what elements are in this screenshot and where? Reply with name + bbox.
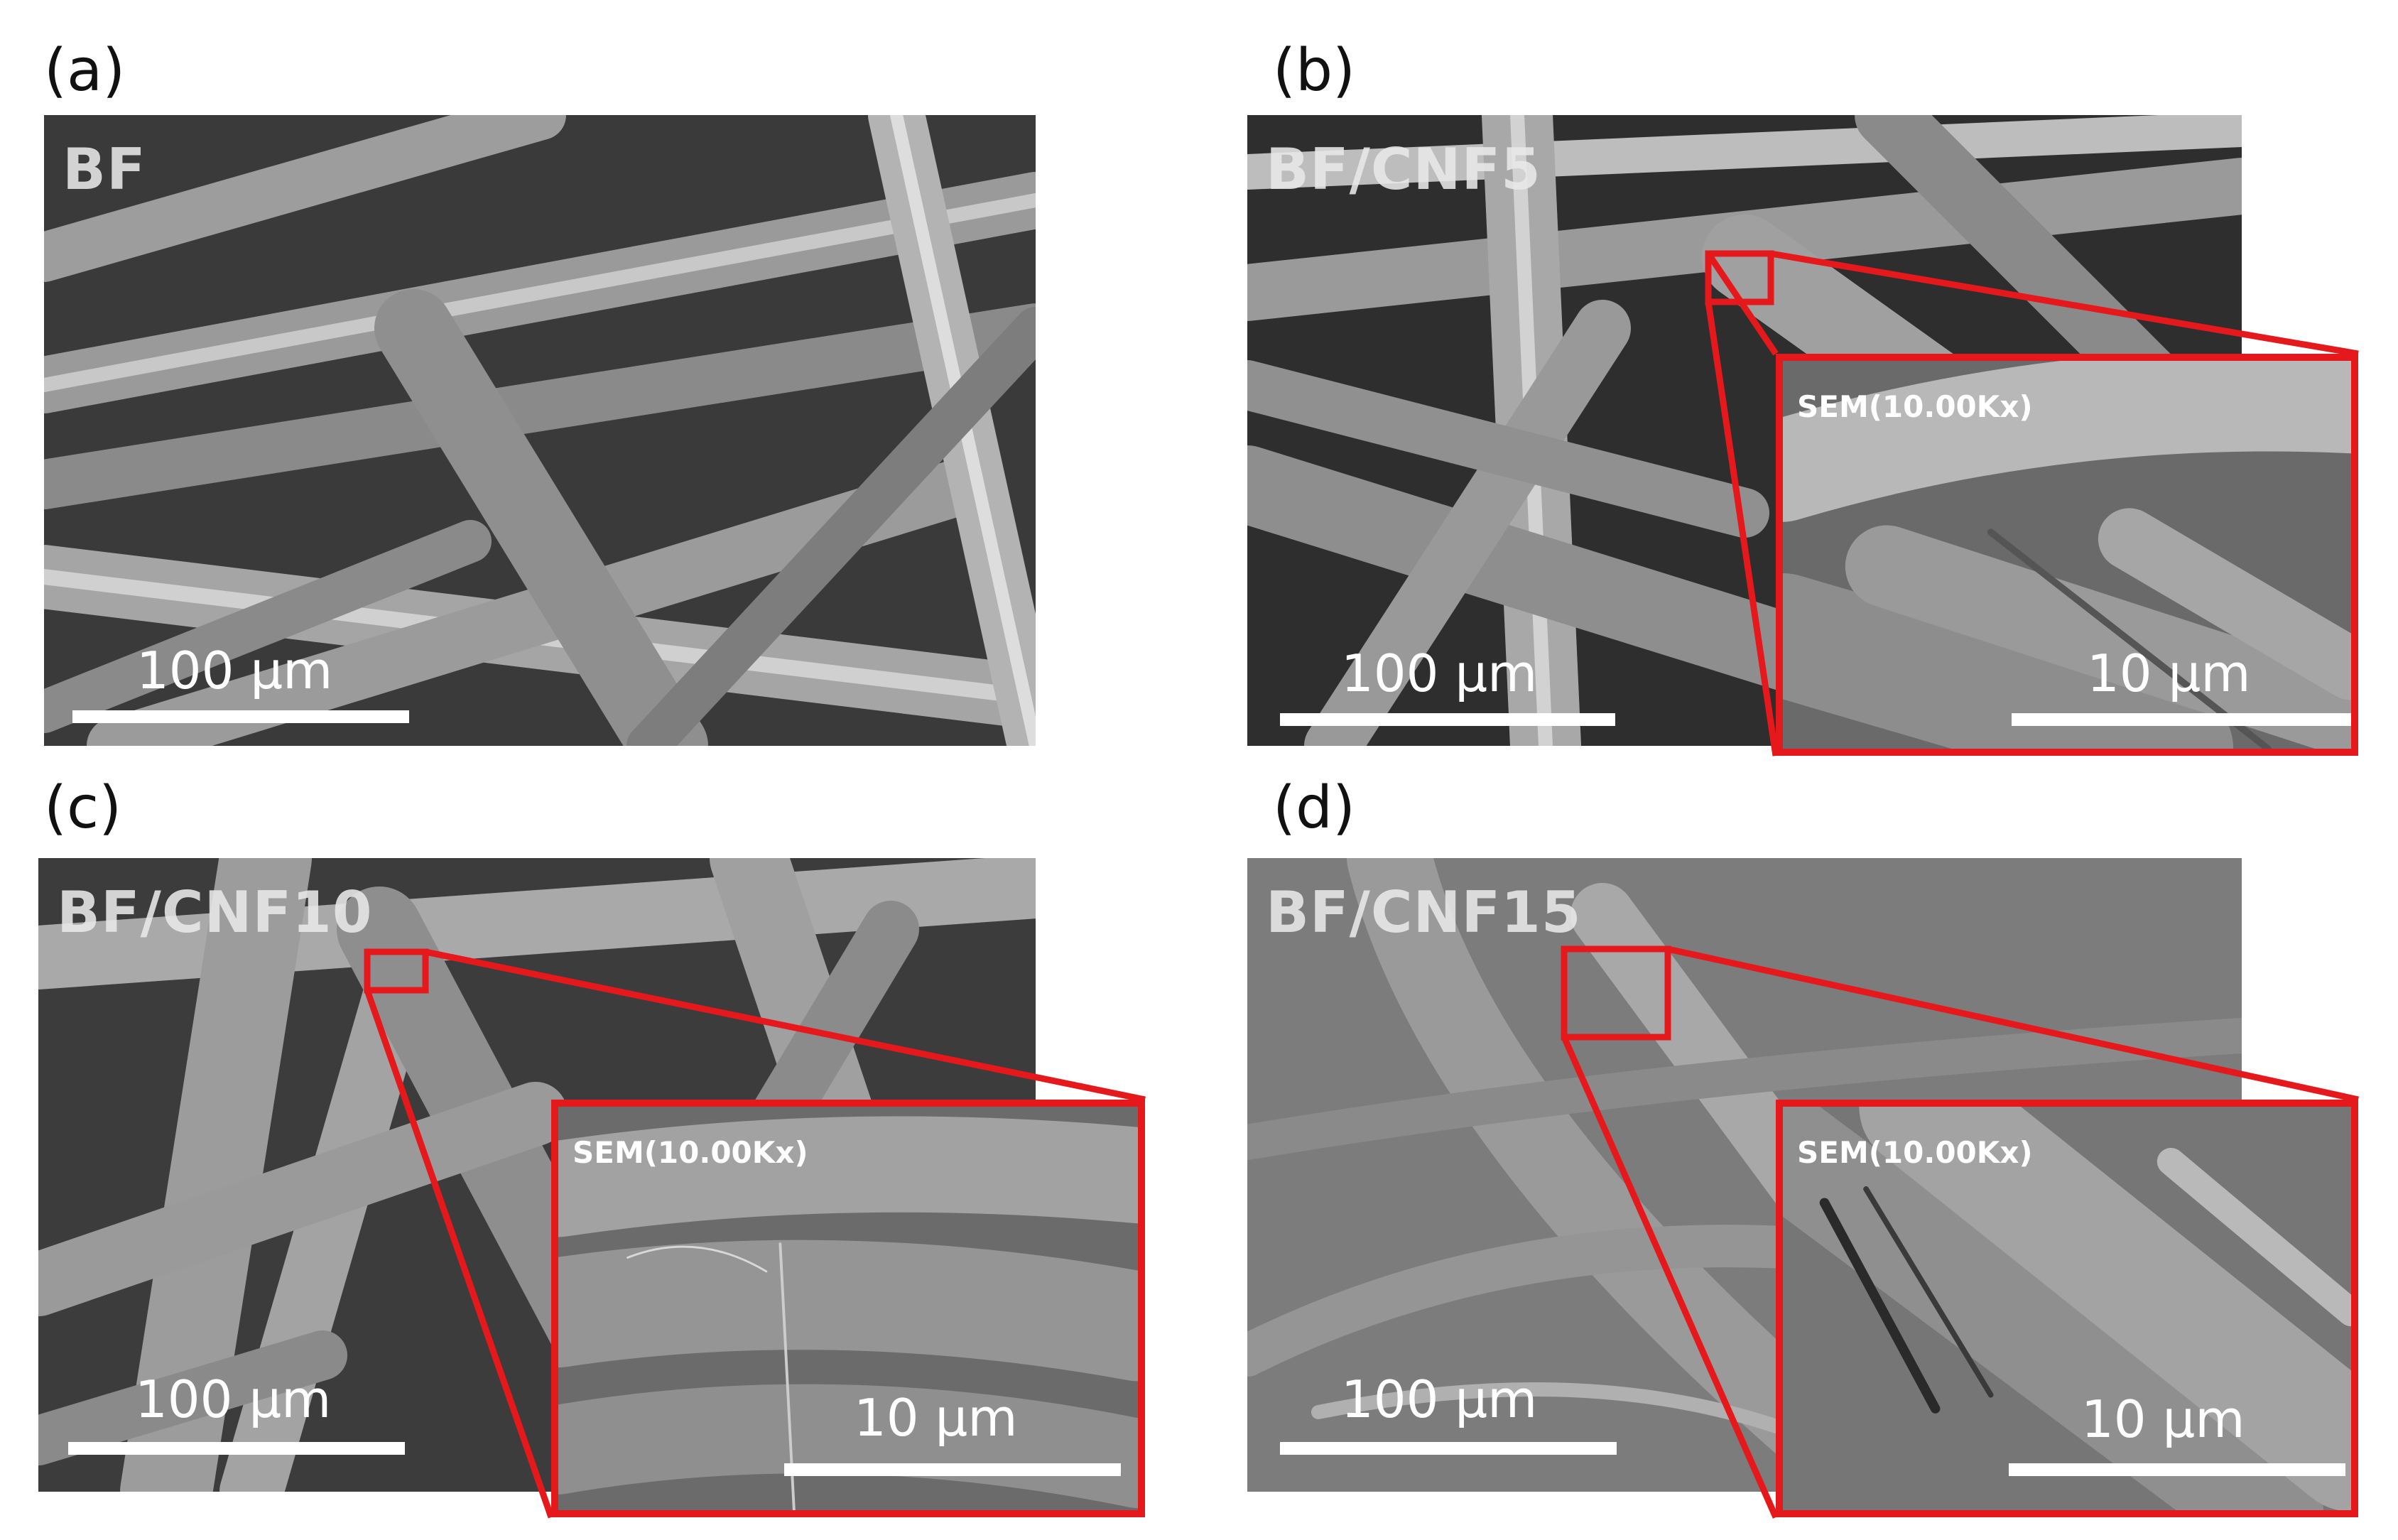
magnification-label: SEM(10.00Kx) <box>573 1135 808 1170</box>
fiber-texture <box>44 115 1036 746</box>
inset-texture <box>1783 361 2351 749</box>
sample-label-bf-cnf15: BF/CNF15 <box>1266 879 1582 945</box>
inset-zoom-bf-cnf10: SEM(10.00Kx) 10 µm <box>551 1100 1145 1517</box>
inset-texture <box>558 1107 1138 1510</box>
scale-text: 100 µm <box>1341 644 1538 703</box>
scale-text: 100 µm <box>1341 1370 1538 1429</box>
scale-text: 100 µm <box>135 1370 332 1429</box>
scale-bar <box>72 710 409 723</box>
panel-label-c: (c) <box>44 774 122 842</box>
sample-label-bf-cnf10: BF/CNF10 <box>57 879 373 945</box>
sem-image-bf: BF 100 µm <box>44 115 1036 746</box>
inset-scale-text: 10 µm <box>2081 1389 2245 1449</box>
inset-texture <box>1783 1107 2351 1510</box>
scale-text: 100 µm <box>136 641 333 700</box>
magnification-label: SEM(10.00Kx) <box>1797 1135 2033 1170</box>
inset-scale-bar <box>2012 713 2351 726</box>
sample-label-bf-cnf5: BF/CNF5 <box>1266 136 1541 202</box>
scale-bar <box>1280 713 1615 726</box>
inset-scale-bar <box>2009 1463 2345 1476</box>
magnification-label: SEM(10.00Kx) <box>1797 389 2033 424</box>
panel-label-d: (d) <box>1273 774 1356 842</box>
inset-scale-text: 10 µm <box>854 1388 1018 1448</box>
panel-label-a: (a) <box>44 37 126 104</box>
scale-bar <box>68 1442 405 1455</box>
inset-zoom-bf-cnf5: SEM(10.00Kx) 10 µm <box>1776 354 2358 756</box>
inset-scale-text: 10 µm <box>2087 644 2251 703</box>
inset-zoom-bf-cnf15: SEM(10.00Kx) 10 µm <box>1776 1100 2358 1517</box>
scale-bar <box>1280 1442 1617 1455</box>
inset-scale-bar <box>784 1463 1121 1476</box>
panel-label-b: (b) <box>1273 37 1356 104</box>
sample-label-bf: BF <box>63 136 146 202</box>
